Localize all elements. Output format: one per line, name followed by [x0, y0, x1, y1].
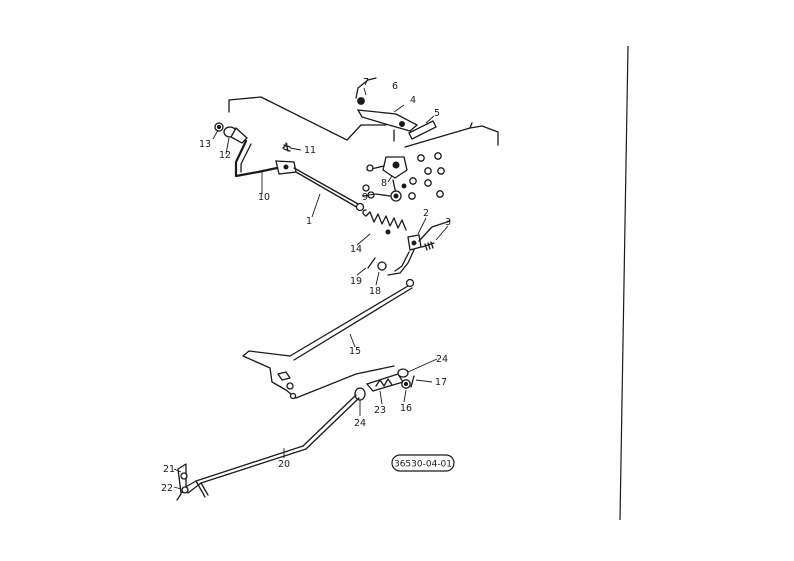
part-7-hook-pin	[355, 77, 377, 99]
callout-23: 23	[374, 405, 386, 416]
callout-22: 22	[161, 483, 173, 494]
part-1-rod	[275, 160, 365, 212]
callout-24-bottom: 24	[354, 418, 366, 429]
callout-16: 16	[400, 403, 412, 414]
callout-24-top: 24	[436, 354, 448, 365]
part-12-bushing	[223, 126, 248, 144]
part-22-screw	[176, 486, 189, 501]
callout-6: 6	[392, 81, 398, 92]
callout-15: 15	[349, 346, 361, 357]
part-3-bolt	[421, 241, 435, 251]
callout-21: 21	[163, 464, 175, 475]
callout-1: 1	[306, 216, 312, 227]
callout-19: 19	[350, 276, 362, 287]
part-23-link	[365, 373, 405, 392]
part-24-top-bushing	[397, 368, 409, 378]
callout-10: 10	[258, 192, 270, 203]
callout-4: 4	[410, 95, 416, 106]
callout-12: 12	[219, 150, 231, 161]
part-13-nut	[214, 122, 224, 132]
part-11-screw	[282, 142, 291, 152]
reference-number-badge: 36530-04-01	[391, 454, 455, 472]
callout-3: 3	[445, 217, 451, 228]
part-16-nut	[401, 379, 411, 389]
part-5-shaft	[393, 120, 437, 142]
part-6-bolt	[357, 97, 365, 105]
callout-7: 7	[363, 77, 369, 88]
leader-lines	[173, 87, 449, 490]
callout-17: 17	[435, 377, 447, 388]
part-24-lower-bushing	[354, 387, 366, 401]
callout-13: 13	[199, 139, 211, 150]
callout-9: 9	[362, 192, 368, 203]
callout-14: 14	[350, 244, 362, 255]
callout-5: 5	[434, 108, 440, 119]
callout-20: 20	[278, 459, 290, 470]
lower-bracket	[242, 350, 395, 400]
part-20-lower-rod	[183, 394, 360, 498]
callout-8: 8	[381, 178, 387, 189]
part-10-crank-lever	[234, 139, 279, 178]
part-18-washer	[377, 261, 387, 271]
top-frame-outline	[228, 96, 499, 148]
callout-2: 2	[423, 208, 429, 219]
part-17-pin	[410, 375, 415, 388]
part-15-link-rod	[289, 278, 415, 361]
callout-18: 18	[369, 286, 381, 297]
central-joint-assembly	[362, 152, 445, 202]
callout-11: 11	[304, 145, 316, 156]
part-19-pin	[367, 257, 376, 269]
right-divider-line	[619, 45, 629, 521]
reference-number: 36530-04-01	[394, 460, 452, 470]
part-2-lever	[387, 220, 451, 276]
part-14-spring	[362, 209, 407, 235]
part-4-bracket	[356, 109, 419, 132]
